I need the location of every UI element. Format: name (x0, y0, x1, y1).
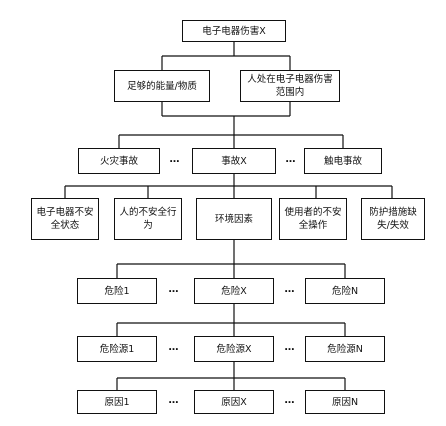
hazard-1-box: 危险源1 (77, 336, 157, 362)
ellipsis: … (284, 342, 296, 353)
root-event-box: 电子电器伤害X (182, 20, 286, 42)
ellipsis: … (168, 284, 180, 295)
ellipsis: … (284, 284, 296, 295)
accident-fire-box: 火灾事故 (78, 148, 160, 174)
cause-x-box: 原因X (194, 390, 274, 414)
hazard-x-box: 危险源X (194, 336, 274, 362)
danger-1-box: 危险1 (77, 278, 157, 304)
danger-n-box: 危险N (305, 278, 385, 304)
ellipsis: … (168, 395, 180, 406)
ellipsis: … (285, 154, 297, 165)
ellipsis: … (284, 395, 296, 406)
ellipsis: … (169, 154, 181, 165)
accident-electric-shock-box: 触电事故 (304, 148, 382, 174)
hazard-n-box: 危险源N (305, 336, 385, 362)
factor-unsafe-behavior-box: 人的不安全行为 (114, 198, 182, 240)
cause-1-box: 原因1 (77, 390, 157, 414)
danger-x-box: 危险X (194, 278, 274, 304)
factor-unsafe-operation-box: 使用者的不安全操作 (279, 198, 347, 240)
factor-environment-box: 环境因素 (196, 198, 272, 240)
condition-person-in-range-box: 人处在电子电器伤害范围内 (240, 70, 340, 102)
accident-x-box: 事故X (192, 148, 276, 174)
ellipsis: … (168, 342, 180, 353)
factor-protection-failure-box: 防护措施缺失/失效 (361, 198, 425, 240)
factor-unsafe-state-box: 电子电器不安全状态 (31, 198, 99, 240)
condition-energy-box: 足够的能量/物质 (114, 70, 210, 102)
cause-n-box: 原因N (305, 390, 385, 414)
